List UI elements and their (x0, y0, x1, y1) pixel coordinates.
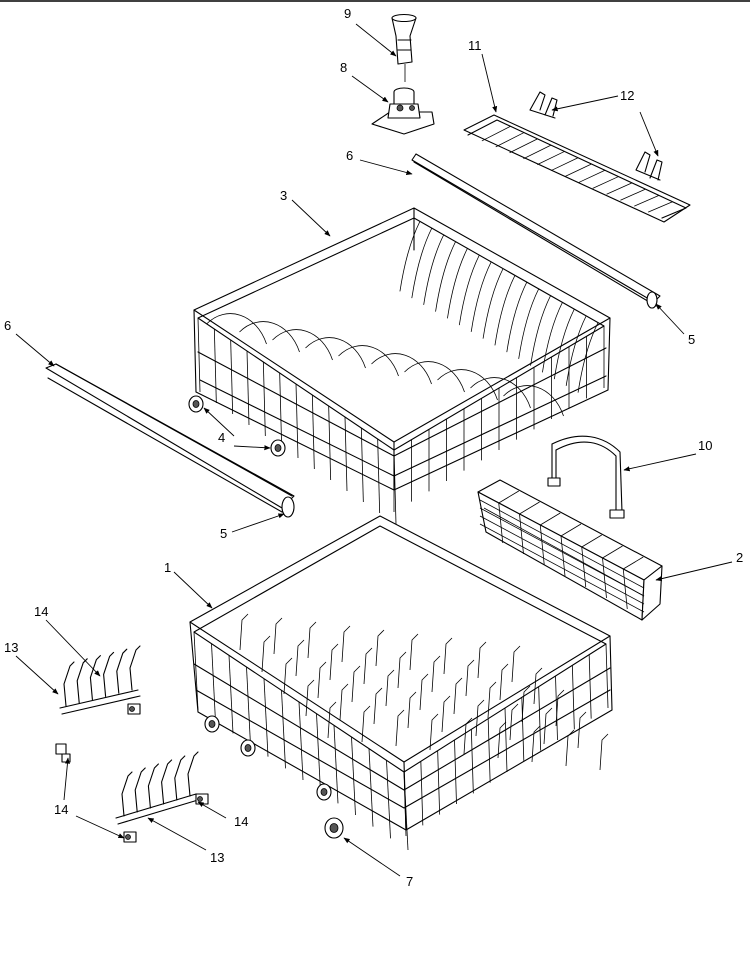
label-part-11: 11 (468, 38, 482, 53)
part-14-pivot-clip-3 (195, 793, 209, 805)
label-part-5-right: 5 (688, 332, 695, 347)
label-part-2: 2 (736, 550, 743, 565)
part-4-upper-rack-wheel-2 (270, 439, 286, 457)
part-13-tine-row-upper (59, 645, 141, 715)
part-6-rack-rail-right (411, 153, 661, 309)
label-part-1: 1 (164, 560, 171, 575)
label-part-4: 4 (218, 430, 225, 445)
label-part-6-right: 6 (346, 148, 353, 163)
part-13-tine-row-lower (115, 751, 199, 825)
part-12-clip-lower (635, 151, 663, 181)
label-part-14-right: 14 (234, 814, 248, 829)
label-part-8: 8 (340, 60, 347, 75)
part-8-spray-mount (371, 87, 435, 135)
label-part-9: 9 (344, 6, 351, 21)
part-14-pivot-clip-4 (123, 831, 137, 843)
lower-rack-wheel-3 (316, 783, 332, 801)
label-part-6-left: 6 (4, 318, 11, 333)
lower-rack-wheel-2 (240, 739, 256, 757)
part-6-rack-rail-left (45, 363, 295, 518)
label-part-13-top: 13 (4, 640, 18, 655)
callout-leaders (15, 23, 733, 877)
label-part-14-left: 14 (54, 802, 68, 817)
part-12-clip-upper (529, 91, 558, 119)
label-part-10: 10 (698, 438, 712, 453)
lower-rack-wheel-1 (204, 715, 220, 733)
part-3-upper-rack (193, 207, 611, 525)
part-14-pivot-clip-1 (127, 703, 141, 715)
part-7-rack-wheel (324, 817, 344, 839)
part-11-cup-shelf (463, 114, 691, 223)
part-2-silverware-basket (477, 479, 663, 621)
label-part-5-left: 5 (220, 526, 227, 541)
label-part-14-top: 14 (34, 604, 48, 619)
part-10-basket-handle (547, 435, 625, 519)
part-1-lower-rack (189, 515, 613, 851)
label-part-13-bottom: 13 (210, 850, 224, 865)
label-part-12: 12 (620, 88, 634, 103)
part-4-upper-rack-wheel-1 (188, 395, 204, 413)
part-9-spray-tower (391, 13, 417, 82)
label-part-7: 7 (406, 874, 413, 889)
label-part-3: 3 (280, 188, 287, 203)
